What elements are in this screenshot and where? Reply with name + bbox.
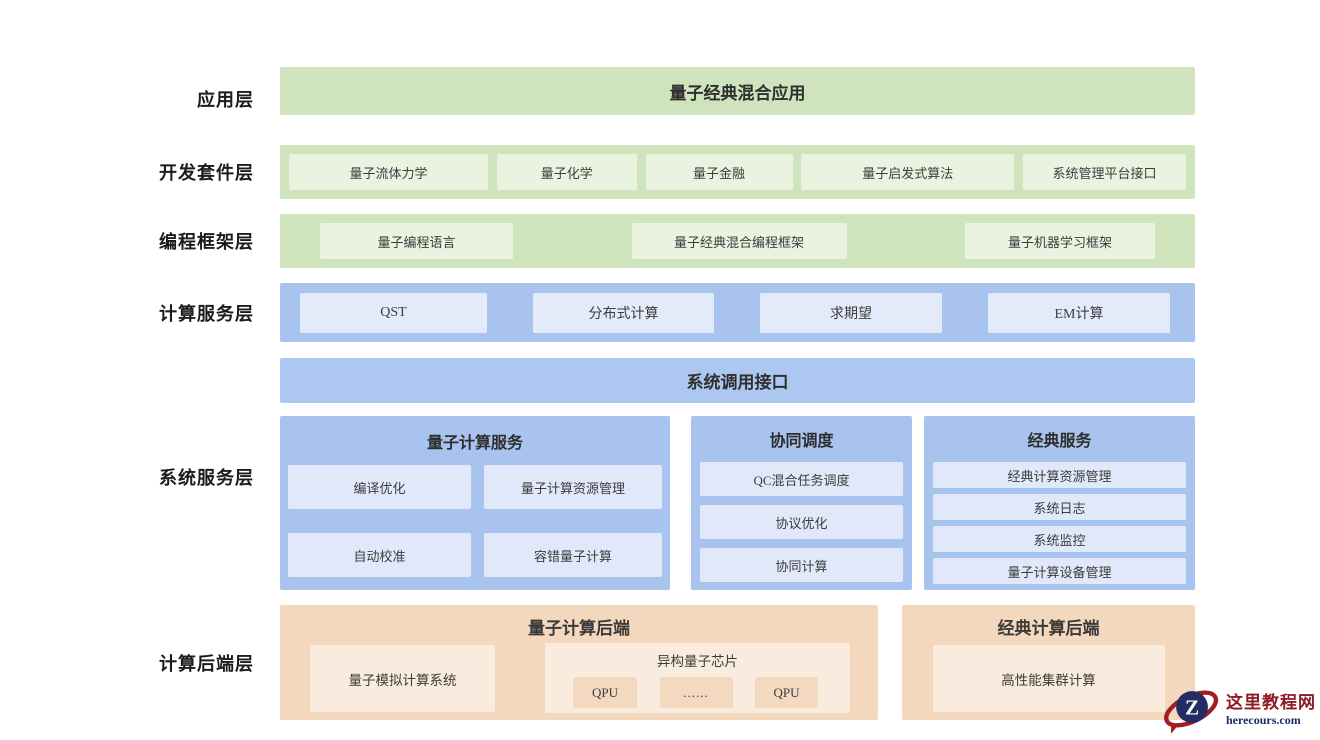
box-qst: QST — [300, 292, 487, 333]
label-compute-service-layer: 计算服务层 — [159, 303, 254, 324]
box-em-computing: EM计算 — [988, 292, 1170, 333]
watermark-logo-icon: Z — [1164, 690, 1219, 734]
box-quantum-finance: 量子金融 — [645, 154, 793, 190]
syscall-title: 系统调用接口 — [686, 373, 789, 392]
box-heterogeneous-quantum-chips: 异构量子芯片 QPU ...... QPU — [545, 643, 850, 713]
band-devkit: 量子流体力学 量子化学 量子金融 量子启发式算法 系统管理平台接口 — [280, 145, 1195, 199]
label-framework-layer: 编程框架层 — [159, 232, 254, 252]
panel-quantum-backend: 量子计算后端 量子模拟计算系统 异构量子芯片 QPU ...... QPU — [280, 605, 878, 720]
label-devkit-layer: 开发套件层 — [159, 163, 254, 183]
quantum-backend-title: 量子计算后端 — [528, 618, 630, 638]
watermark-text: 这里教程网 herecours.com — [1226, 688, 1316, 728]
label-backend-layer: 计算后端层 — [159, 653, 254, 674]
band-backend: 量子计算后端 量子模拟计算系统 异构量子芯片 QPU ...... QPU — [280, 605, 1195, 720]
classical-backend-title: 经典计算后端 — [997, 618, 1100, 638]
box-quantum-ml-framework: 量子机器学习框架 — [965, 223, 1155, 259]
box-protocol-optimization: 协议优化 — [700, 505, 903, 539]
co-scheduling-rows: QC混合任务调度 协议优化 协同计算 — [691, 462, 912, 582]
box-quantum-programming-language: 量子编程语言 — [320, 223, 513, 259]
chip-row: QPU ...... QPU — [545, 677, 850, 708]
band-application: 量子经典混合应用 — [280, 67, 1195, 115]
co-scheduling-title: 协同调度 — [769, 433, 834, 450]
row-backend-layer: 计算后端层 量子计算后端 量子模拟计算系统 异构量子芯片 QPU ...... … — [0, 605, 1195, 720]
row-application-layer: 应用层 量子经典混合应用 — [0, 67, 1195, 130]
label-application-layer: 应用层 — [197, 89, 254, 110]
quantum-service-grid: 编译优化 量子计算资源管理 自动校准 容错量子计算 — [280, 465, 670, 577]
box-expectation: 求期望 — [760, 292, 942, 333]
box-qpu-ellipsis: ...... — [659, 677, 733, 708]
classical-service-title: 经典服务 — [1027, 433, 1092, 450]
box-compile-optimization: 编译优化 — [288, 465, 471, 509]
panel-quantum-computing-service: 量子计算服务 编译优化 量子计算资源管理 自动校准 容错量子计算 — [280, 416, 670, 590]
watermark-logo-letter: Z — [1185, 695, 1199, 719]
box-classical-resource-management: 经典计算资源管理 — [933, 462, 1186, 488]
box-qpu-2: QPU — [755, 677, 818, 708]
band-compute-service: QST 分布式计算 求期望 EM计算 — [280, 283, 1195, 342]
box-quantum-device-management: 量子计算设备管理 — [933, 558, 1186, 584]
watermark: Z 这里教程网 herecours.com — [1162, 682, 1316, 734]
row-system-service-layer: 系统服务层 量子计算服务 编译优化 量子计算资源管理 自动校准 容错量子计算 协… — [0, 416, 1195, 590]
box-quantum-heuristic-algorithms: 量子启发式算法 — [801, 154, 1015, 190]
classical-service-rows: 经典计算资源管理 系统日志 系统监控 量子计算设备管理 — [924, 462, 1195, 584]
box-quantum-resource-management: 量子计算资源管理 — [484, 465, 662, 509]
quantum-backend-content: 量子模拟计算系统 异构量子芯片 QPU ...... QPU — [280, 638, 878, 713]
watermark-site-name: 这里教程网 — [1226, 693, 1316, 712]
chip-group-title: 异构量子芯片 — [657, 654, 738, 669]
quantum-service-title: 量子计算服务 — [426, 434, 523, 452]
band-framework: 量子编程语言 量子经典混合编程框架 量子机器学习框架 — [280, 214, 1195, 268]
watermark-site-url: herecours.com — [1226, 713, 1301, 727]
box-system-log: 系统日志 — [933, 494, 1186, 520]
box-distributed-computing: 分布式计算 — [533, 292, 714, 333]
box-qpu-1: QPU — [573, 677, 637, 708]
diagram-body: 应用层 量子经典混合应用 开发套件层 量子流体力学 量子化学 量子金融 量子启发… — [0, 67, 1195, 735]
panel-co-scheduling: 协同调度 QC混合任务调度 协议优化 协同计算 — [691, 416, 912, 590]
box-system-monitoring: 系统监控 — [933, 526, 1186, 552]
box-quantum-classical-hybrid-framework: 量子经典混合编程框架 — [631, 223, 847, 259]
box-quantum-fluid-dynamics: 量子流体力学 — [289, 154, 488, 190]
box-qc-hybrid-task-scheduling: QC混合任务调度 — [700, 462, 903, 496]
row-devkit-layer: 开发套件层 量子流体力学 量子化学 量子金融 量子启发式算法 系统管理平台接口 — [0, 145, 1195, 199]
box-hpc-cluster-computing: 高性能集群计算 — [932, 645, 1165, 712]
label-system-service-layer: 系统服务层 — [159, 468, 254, 488]
row-syscall: 系统调用接口 — [0, 358, 1195, 403]
box-fault-tolerant-quantum-computing: 容错量子计算 — [484, 533, 662, 577]
panel-classical-service: 经典服务 经典计算资源管理 系统日志 系统监控 量子计算设备管理 — [924, 416, 1195, 590]
band-system-service: 量子计算服务 编译优化 量子计算资源管理 自动校准 容错量子计算 协同调度 QC… — [280, 416, 1195, 590]
box-quantum-simulation-system: 量子模拟计算系统 — [310, 645, 495, 712]
box-quantum-chemistry: 量子化学 — [496, 154, 637, 190]
box-auto-calibration: 自动校准 — [288, 533, 471, 577]
application-title: 量子经典混合应用 — [669, 83, 806, 103]
row-framework-layer: 编程框架层 量子编程语言 量子经典混合编程框架 量子机器学习框架 — [0, 214, 1195, 268]
band-syscall: 系统调用接口 — [280, 358, 1195, 403]
row-compute-service-layer: 计算服务层 QST 分布式计算 求期望 EM计算 — [0, 283, 1195, 342]
box-system-management-platform-interface: 系统管理平台接口 — [1023, 154, 1186, 190]
box-collaborative-computing: 协同计算 — [700, 548, 903, 582]
panel-classical-backend: 经典计算后端 高性能集群计算 — [902, 605, 1195, 720]
